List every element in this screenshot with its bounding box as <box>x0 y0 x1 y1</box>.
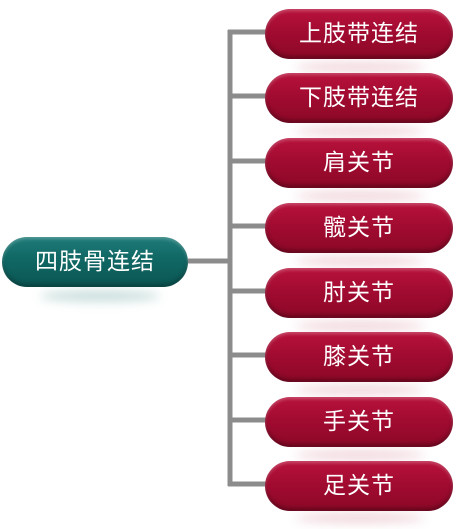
root-node-reflection <box>40 290 160 302</box>
child-node-reflection <box>295 321 425 331</box>
root-node: 四肢骨连结 <box>2 237 188 287</box>
child-node-reflection <box>295 450 425 460</box>
child-node-label: 足关节 <box>323 472 395 499</box>
child-node-label: 肘关节 <box>323 279 395 306</box>
child-node-5: 肘关节 <box>265 268 453 318</box>
root-node-label: 四肢骨连结 <box>35 248 155 275</box>
child-node-label: 上肢带连结 <box>299 20 419 47</box>
child-node-2: 下肢带连结 <box>265 73 453 123</box>
child-node-reflection <box>295 62 425 72</box>
child-node-label: 下肢带连结 <box>299 84 419 111</box>
child-node-7: 手关节 <box>265 397 453 447</box>
child-node-label: 手关节 <box>323 408 395 435</box>
child-node-label: 肩关节 <box>323 149 395 176</box>
child-node-1: 上肢带连结 <box>265 9 453 59</box>
child-node-reflection <box>295 513 425 523</box>
child-node-3: 肩关节 <box>265 138 453 188</box>
child-node-reflection <box>295 191 425 201</box>
child-node-reflection <box>295 385 425 395</box>
child-node-6: 膝关节 <box>265 332 453 382</box>
child-node-reflection <box>295 126 425 136</box>
child-node-label: 膝关节 <box>323 343 395 370</box>
child-node-8: 足关节 <box>265 461 453 511</box>
child-node-reflection <box>295 256 425 266</box>
child-node-label: 髋关节 <box>323 214 395 241</box>
child-node-4: 髋关节 <box>265 203 453 253</box>
